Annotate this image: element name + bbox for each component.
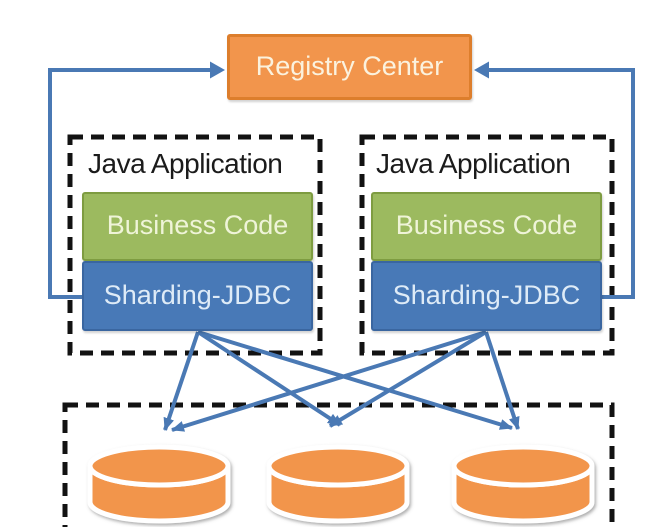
database-icon-3 — [451, 444, 595, 524]
business-code-box-1: Business Code — [82, 192, 313, 261]
arrowhead-into-registry-right — [474, 61, 489, 79]
arrow-right-app-to-db3 — [484, 331, 520, 430]
java-app-boundary-1 — [67, 134, 323, 356]
arrow-left-app-to-db1 — [163, 331, 200, 431]
arrow-left-app-to-db2 — [196, 330, 342, 427]
java-application-title-2: Java Application — [376, 148, 571, 179]
database-cluster-boundary — [62, 402, 615, 527]
arrow-left-app-to-db3 — [197, 330, 513, 430]
registry-center-box: Registry Center — [227, 34, 472, 100]
java-app-boundary-2 — [359, 134, 615, 356]
database-icon-2 — [266, 444, 410, 524]
arrow-right-app-to-db2 — [328, 330, 488, 428]
java-application-title-1: Java Application — [88, 148, 283, 179]
connector-right-app-to-registry — [487, 68, 635, 299]
arrowhead-into-registry-left — [210, 61, 225, 79]
sharding-jdbc-box-1: Sharding-JDBC — [82, 261, 313, 331]
connector-left-app-to-registry — [48, 68, 212, 299]
database-icon-1 — [87, 444, 231, 524]
sharding-jdbc-box-2: Sharding-JDBC — [371, 261, 602, 331]
arrow-right-app-to-db1 — [171, 330, 487, 432]
business-code-box-2: Business Code — [371, 192, 602, 261]
